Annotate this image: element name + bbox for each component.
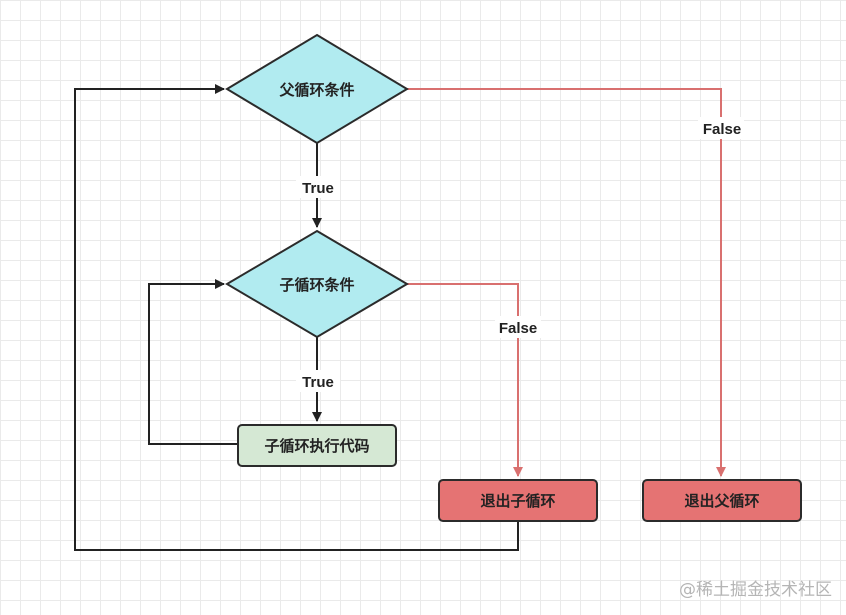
parent-condition-diamond bbox=[225, 33, 409, 145]
edge-parent-false bbox=[406, 88, 726, 477]
edge-child-false bbox=[406, 283, 523, 477]
child-condition-label: 子循环条件 bbox=[279, 276, 354, 294]
child-body-box bbox=[237, 424, 397, 467]
exit-parent-box bbox=[642, 479, 802, 522]
edge-label-child-false: False bbox=[495, 316, 541, 338]
edge-label-parent-true: True bbox=[296, 176, 340, 198]
child-body-node: 子循环执行代码 bbox=[237, 424, 397, 467]
svg-text:True: True bbox=[302, 374, 334, 391]
svg-text:False: False bbox=[499, 320, 537, 337]
parent-condition-label: 父循环条件 bbox=[278, 81, 354, 99]
child-body-label: 子循环执行代码 bbox=[264, 437, 369, 455]
exit-child-node: 退出子循环 bbox=[438, 479, 598, 522]
edge-label-child-true: True bbox=[296, 370, 340, 392]
child-condition-node: 子循环条件 bbox=[225, 229, 409, 339]
watermark-text: @稀土掘金技术社区 bbox=[679, 580, 832, 600]
exit-child-label: 退出子循环 bbox=[480, 492, 555, 510]
parent-condition-node: 父循环条件 bbox=[225, 33, 409, 145]
svg-text:True: True bbox=[302, 180, 334, 197]
child-condition-diamond bbox=[225, 229, 409, 339]
edge-child-loop-back bbox=[148, 279, 238, 445]
svg-text:False: False bbox=[703, 121, 741, 138]
exit-parent-node: 退出父循环 bbox=[642, 479, 802, 522]
exit-child-box bbox=[438, 479, 598, 522]
exit-parent-label: 退出父循环 bbox=[684, 492, 759, 510]
edge-label-parent-false: False bbox=[698, 117, 744, 139]
edge-parent-loop-back bbox=[74, 84, 519, 551]
